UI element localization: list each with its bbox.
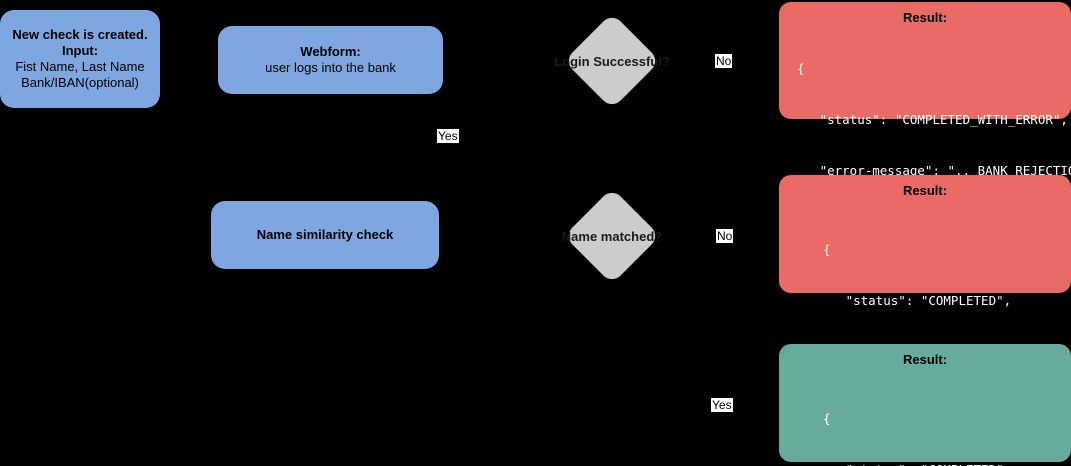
node-new-check-line-1: New check is created. <box>12 27 148 42</box>
result-bank-rejection-json: { "status": "COMPLETED_WITH_ERROR", "err… <box>779 26 1071 315</box>
json-line: { <box>823 242 831 257</box>
json-line: "status": "COMPLETED", <box>823 293 1012 308</box>
node-webform-line-1: Webform: <box>300 44 361 59</box>
edge-label-match-yes: Yes <box>711 398 733 412</box>
node-new-check-line-2: Input: <box>61 43 99 58</box>
edge-label-login-yes: Yes <box>437 129 459 143</box>
json-line: "status": "COMPLETED", <box>823 461 1071 466</box>
node-new-check-line-3: Fist Name, Last Name <box>15 59 145 74</box>
node-webform-line-2: user logs into the bank <box>265 60 396 75</box>
json-line: { <box>823 411 831 426</box>
result-bank-rejection[interactable]: Result: { "status": "COMPLETED_WITH_ERRO… <box>779 2 1071 280</box>
edge-label-login-no: No <box>715 54 733 68</box>
node-webform[interactable]: Webform: user logs into the bank <box>218 26 443 94</box>
node-name-matched[interactable]: Name matched? <box>548 187 676 285</box>
node-name-similarity-check[interactable]: Name similarity check <box>211 201 439 269</box>
result-name-match-title: Result: <box>902 352 948 367</box>
json-line: { <box>797 61 805 76</box>
result-name-match[interactable]: Result: { "status": "COMPLETED", "name-e… <box>779 344 1071 466</box>
node-new-check[interactable]: New check is created. Input: Fist Name, … <box>0 10 160 108</box>
result-bank-rejection-title: Result: <box>902 10 948 25</box>
json-line: "error-message": ".. BANK_REJECTION .." <box>819 163 1071 178</box>
node-login-successful-label: Login Successful? <box>554 53 670 69</box>
result-name-mismatch[interactable]: Result: { "status": "COMPLETED", "name-e… <box>779 175 1071 461</box>
result-name-match-json: { "status": "COMPLETED", "name-equality"… <box>779 368 1071 466</box>
node-login-successful[interactable]: Login Successful? <box>545 12 679 110</box>
json-line: "status": "COMPLETED_WITH_ERROR", <box>797 112 1068 127</box>
node-name-similarity-check-label: Name similarity check <box>256 227 394 242</box>
node-new-check-line-4: Bank/IBAN(optional) <box>21 75 139 90</box>
edge-label-match-no: No <box>716 229 734 243</box>
node-name-matched-label: Name matched? <box>561 228 663 244</box>
result-name-mismatch-title: Result: <box>902 183 948 198</box>
